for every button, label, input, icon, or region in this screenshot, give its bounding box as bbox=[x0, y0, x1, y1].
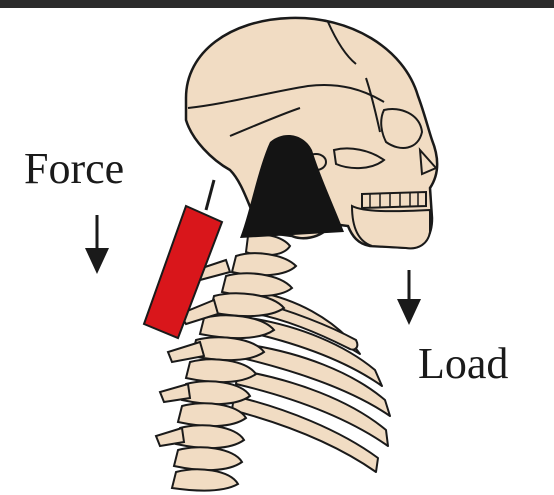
load-label: Load bbox=[418, 339, 508, 388]
force-label: Force bbox=[24, 144, 124, 193]
force-arrow-icon bbox=[85, 215, 109, 274]
load-arrow-icon bbox=[397, 270, 421, 325]
